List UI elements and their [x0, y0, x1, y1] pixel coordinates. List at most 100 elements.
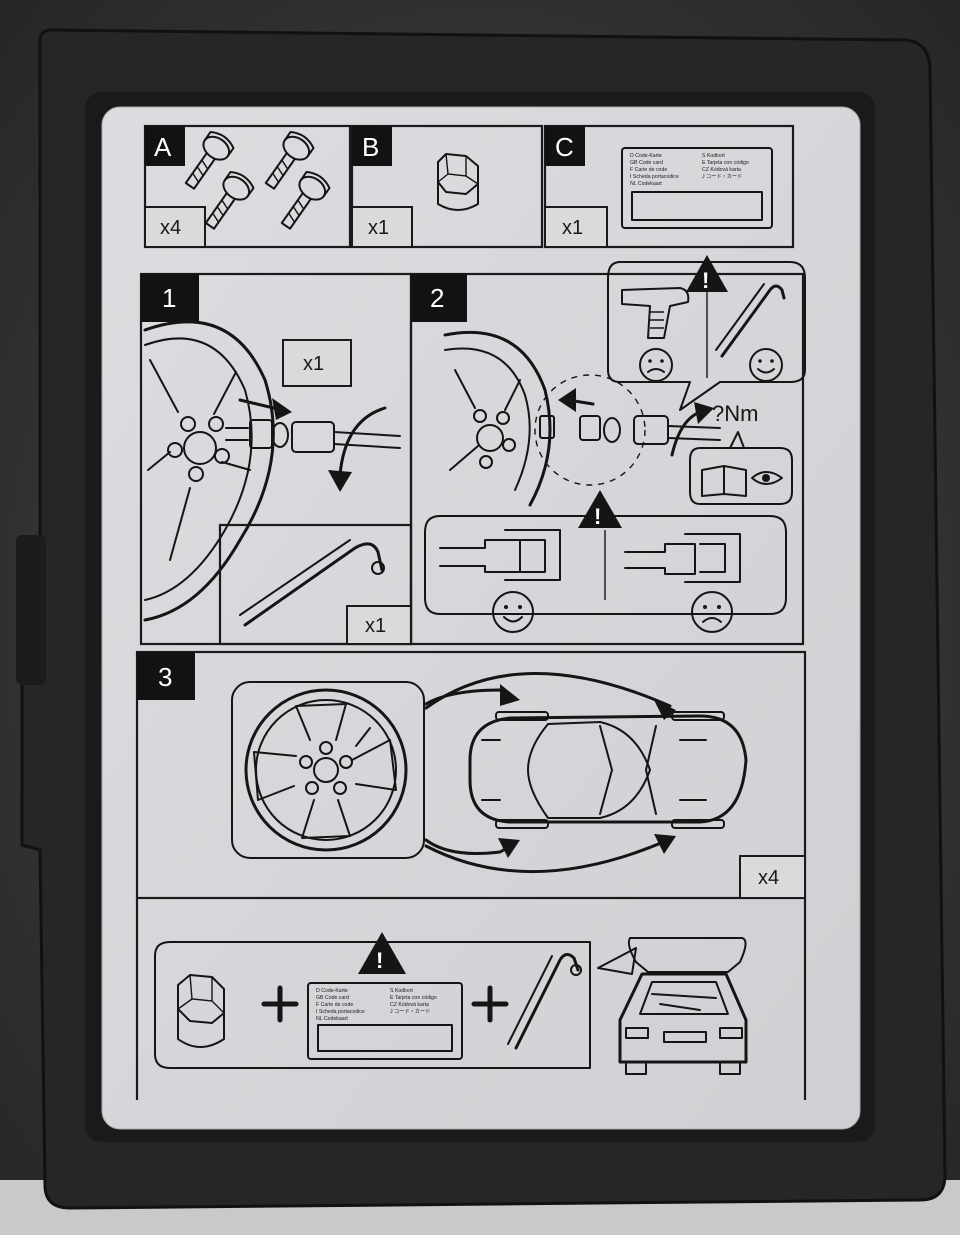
bolt-shaft — [225, 427, 249, 441]
section-c-qty: x1 — [562, 217, 583, 239]
lock-bolt-icon — [184, 130, 235, 190]
step-1-label: 1 — [162, 283, 176, 313]
lock-bolt-icon — [204, 170, 255, 230]
manual-book-icon — [701, 465, 747, 497]
code-card-icon: D Code-Karte GB Code card F Carte de cod… — [307, 982, 463, 1060]
svg-text:CZ Kódová karta: CZ Kódová karta — [390, 1002, 429, 1008]
svg-text:NL Codekaart: NL Codekaart — [630, 181, 662, 187]
badge-step-2 — [411, 274, 467, 322]
section-c-qty-box — [544, 206, 608, 248]
svg-text:!: ! — [594, 504, 601, 529]
svg-text:J コード・カード: J コード・カード — [702, 173, 742, 180]
torque-label: ?Nm — [712, 401, 758, 426]
rotate-arrow-head — [328, 470, 352, 492]
section-b-qty-box — [351, 206, 413, 248]
svg-text:S Kodkort: S Kodkort — [702, 153, 725, 159]
step-1-adapter-qty: x1 — [303, 353, 324, 375]
section-a-panel: A x4 — [143, 124, 352, 249]
socket-icon — [633, 415, 669, 445]
section-a-qty-box — [144, 206, 206, 248]
car-rear-view-icon — [618, 937, 748, 1075]
insert-arrow-head — [272, 398, 292, 420]
lug-wrench-icon — [507, 953, 582, 1050]
step-3-panel: 3 x4 — [135, 650, 807, 900]
arrow-front-left — [424, 688, 517, 706]
rotate-arrow — [338, 406, 387, 477]
svg-text:GB Code card: GB Code card — [630, 160, 663, 166]
arrow-rear-left — [424, 672, 672, 710]
torque-arrow-head — [694, 402, 714, 424]
step-3-qty: x4 — [758, 867, 779, 889]
step-1-adapter-qty-box — [282, 339, 352, 387]
storage-box — [154, 941, 591, 1069]
warning-triangle-icon: ! — [686, 255, 728, 293]
warning-triangle-icon: ! — [358, 932, 406, 974]
wheel-icon — [143, 320, 275, 622]
wheel-inset — [231, 681, 425, 859]
lock-bolt-head — [539, 415, 555, 439]
badge-b — [352, 126, 392, 166]
manual-bubble-tail — [729, 431, 745, 449]
plus-icon — [261, 985, 299, 1023]
svg-text:E Tarjeta con código: E Tarjeta con código — [702, 160, 749, 166]
section-a-qty: x4 — [160, 217, 181, 239]
arrow-rear-right — [424, 838, 670, 874]
manual-bubble — [689, 447, 793, 505]
svg-text:I Scheda portacodice: I Scheda portacodice — [316, 1009, 365, 1015]
section-c-panel: C x1 D Code-Karte GB Code card F Carte d… — [543, 124, 795, 249]
car-top-view-icon — [468, 711, 748, 829]
svg-text:I Scheda portacodice: I Scheda portacodice — [630, 174, 679, 180]
section-a-label: A — [154, 132, 172, 162]
socket-adapter-icon — [177, 974, 225, 1048]
code-card-icon: D Code-Karte GB Code card F Carte de cod… — [621, 147, 773, 229]
instruction-sheet — [101, 106, 861, 1130]
arrow-front-right — [424, 838, 516, 855]
happy-face-icon — [492, 591, 534, 633]
svg-text:J コード・カード: J コード・カード — [390, 1008, 430, 1015]
sad-face-icon — [639, 348, 673, 382]
lock-bolt-icon — [280, 170, 331, 230]
adapter-ring — [271, 422, 289, 448]
badge-step-3 — [137, 652, 195, 700]
lug-wrench-icon — [715, 283, 786, 358]
step-1-wrench-qty: x1 — [365, 615, 386, 637]
svg-text:E Tarjeta con código: E Tarjeta con código — [390, 995, 437, 1001]
section-b-panel: B x1 — [350, 124, 544, 249]
step-1-panel: 1 x1 x1 — [139, 272, 413, 646]
callout-pointer — [597, 947, 637, 975]
section-b-label: B — [362, 132, 379, 162]
svg-text:CZ Kódová karta: CZ Kódová karta — [702, 167, 741, 173]
step-3-label: 3 — [158, 662, 172, 692]
wheel-icon — [443, 330, 646, 507]
svg-text:NL Codekaart: NL Codekaart — [316, 1016, 348, 1022]
svg-text:D Code-Karte: D Code-Karte — [316, 988, 348, 994]
svg-text:D Code-Karte: D Code-Karte — [630, 153, 662, 159]
section-b-qty: x1 — [368, 217, 389, 239]
tool-choice-bubble — [607, 261, 806, 411]
svg-text:!: ! — [376, 948, 383, 973]
section-c-label: C — [555, 132, 574, 162]
plus-icon — [471, 985, 509, 1023]
sad-face-icon — [691, 591, 733, 633]
happy-face-icon — [749, 348, 783, 382]
impact-wrench-icon — [621, 287, 690, 339]
case-latch — [16, 535, 46, 685]
svg-text:S Kodkort: S Kodkort — [390, 988, 413, 994]
svg-text:GB Code card: GB Code card — [316, 995, 349, 1001]
adapter-fit-box — [424, 515, 787, 615]
svg-text:F Carte de code: F Carte de code — [316, 1002, 353, 1008]
insert-arrow-head — [558, 388, 576, 412]
svg-text:!: ! — [702, 268, 709, 293]
adapter-ring — [603, 417, 621, 443]
storage-reminder-panel: ! D Code-Karte GB Code card F Carte de c… — [135, 898, 807, 1100]
warning-triangle-icon: ! — [578, 490, 622, 529]
incorrect-fit-icon — [624, 533, 741, 583]
wheel-icon — [244, 688, 408, 852]
correct-fit-icon — [439, 529, 561, 581]
svg-text:F Carte de code: F Carte de code — [630, 167, 667, 173]
badge-step-1 — [141, 274, 199, 322]
adapter-icon — [579, 415, 601, 441]
badge-a — [145, 126, 185, 166]
socket-adapter-icon — [437, 153, 479, 211]
